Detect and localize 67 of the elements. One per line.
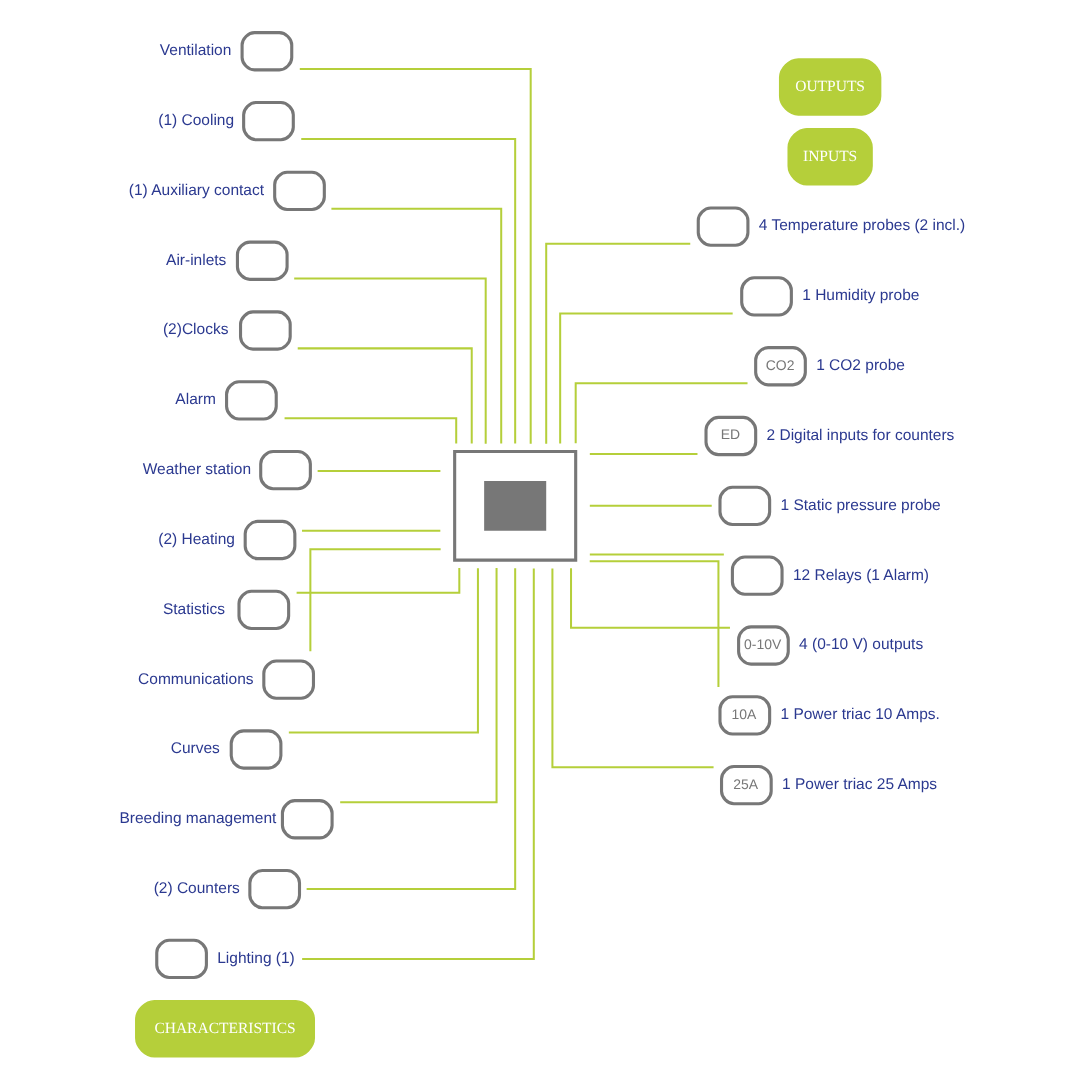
connector xyxy=(551,568,714,769)
connector xyxy=(340,568,498,804)
connector xyxy=(299,68,532,444)
node-box xyxy=(239,310,292,351)
node-box xyxy=(237,589,291,630)
connector xyxy=(306,568,517,891)
connector xyxy=(284,417,458,444)
node-box xyxy=(273,170,326,212)
connector xyxy=(301,137,517,444)
connector xyxy=(297,347,473,444)
node-box xyxy=(259,450,312,491)
connector xyxy=(574,382,748,444)
connector xyxy=(570,568,730,629)
connector xyxy=(589,504,712,507)
connector xyxy=(317,469,441,472)
node-box xyxy=(740,276,793,317)
node-box xyxy=(262,659,316,700)
connector xyxy=(309,548,441,652)
node-box: OUTPUTS xyxy=(778,58,882,116)
node-label: Breeding management xyxy=(119,809,277,828)
node-box xyxy=(730,555,784,596)
node-label: Ventilation xyxy=(159,41,232,60)
connector xyxy=(589,452,698,455)
node-label: 1 CO2 probe xyxy=(816,356,905,375)
node-box xyxy=(718,485,772,527)
node-label: 1 Humidity probe xyxy=(802,286,920,305)
node-label: Curves xyxy=(170,739,220,758)
node-label: (2) Heating xyxy=(158,529,235,548)
connector xyxy=(302,568,535,960)
node-label: 1 Power triac 25 Amps xyxy=(782,775,938,794)
node-label: 4 Temperature probes (2 incl.) xyxy=(758,216,966,235)
node-label: (1) Cooling xyxy=(158,110,235,129)
node-label: Weather station xyxy=(142,460,252,479)
connector xyxy=(589,553,724,556)
node-box xyxy=(248,868,302,910)
node-label: Communications xyxy=(138,669,254,688)
node-label: Statistics xyxy=(162,599,225,618)
node-label: Air-inlets xyxy=(166,250,227,269)
node-label: 2 Digital inputs for counters xyxy=(766,425,955,444)
node-box xyxy=(240,31,294,72)
node-label: (2)Clocks xyxy=(162,320,229,339)
node-label: Alarm xyxy=(175,390,216,409)
node-label: (2) Counters xyxy=(153,878,240,897)
connector xyxy=(288,568,479,734)
connector xyxy=(296,568,461,594)
node-box xyxy=(280,799,334,840)
node-box xyxy=(229,729,283,770)
connector xyxy=(302,529,441,532)
connector xyxy=(545,242,691,444)
node-label: 1 Power triac 10 Amps. xyxy=(780,705,940,724)
connector xyxy=(294,277,487,444)
node-label: 1 Static pressure probe xyxy=(780,495,941,514)
node-label: (1) Auxiliary contact xyxy=(128,180,265,199)
node-box xyxy=(696,206,750,247)
node-box: INPUTS xyxy=(787,128,873,186)
node-box xyxy=(242,100,295,142)
node-label: 12 Relays (1 Alarm) xyxy=(792,565,930,584)
node-box xyxy=(243,519,297,561)
node-box xyxy=(155,938,208,980)
connector xyxy=(589,560,720,688)
node-box xyxy=(235,240,289,281)
connector xyxy=(559,312,733,444)
node-box: CHARACTERISTICS xyxy=(135,1000,315,1058)
node-box xyxy=(225,380,278,421)
connector xyxy=(331,207,503,444)
node-label: 4 (0-10 V) outputs xyxy=(799,635,924,654)
node-label: Lighting (1) xyxy=(217,948,295,967)
